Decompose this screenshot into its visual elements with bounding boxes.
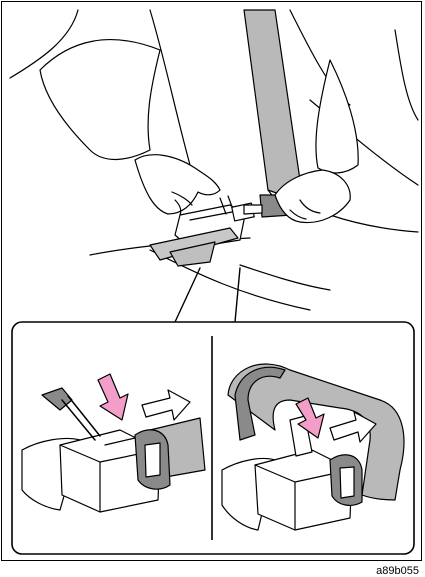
sleeve (40, 40, 160, 160)
seat-line (330, 215, 418, 232)
seat-line (240, 265, 330, 290)
figure-code: a89b055 (376, 565, 419, 577)
seat-line (150, 10, 190, 165)
right-sleeve (316, 60, 358, 173)
inset-box (12, 322, 414, 554)
main-scene (10, 10, 418, 322)
seat-line (395, 30, 418, 120)
shoulder-belt (244, 10, 300, 195)
left-hand (135, 155, 220, 214)
callout-line (235, 268, 240, 322)
callout-line (175, 268, 200, 322)
